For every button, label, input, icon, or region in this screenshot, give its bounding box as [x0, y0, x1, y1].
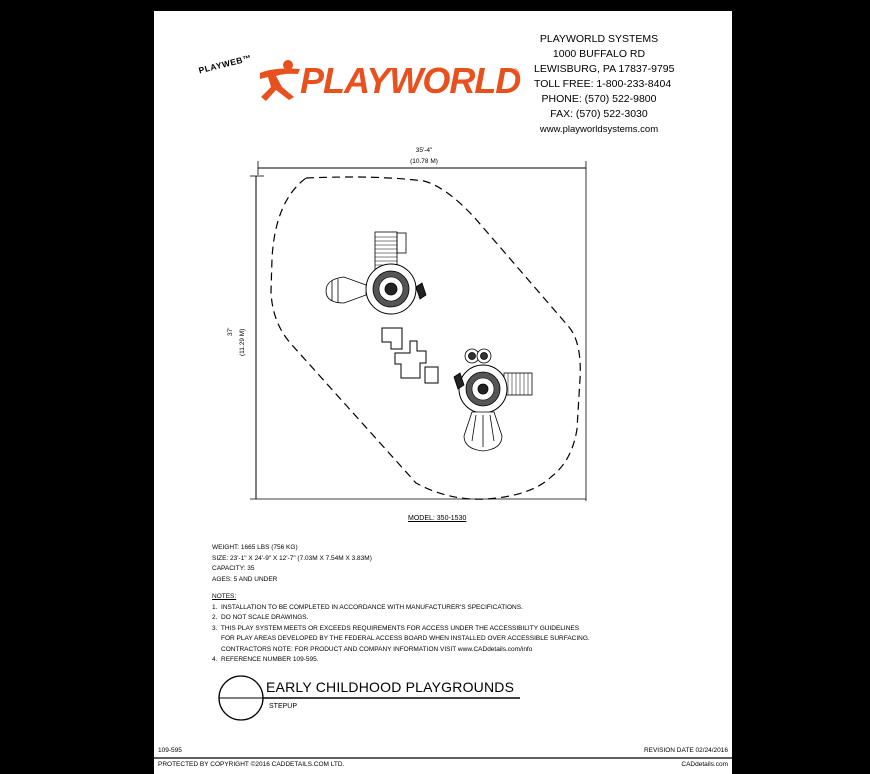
note-item: 2. DO NOT SCALE DRAWINGS.	[212, 614, 309, 621]
registered-mark: ®	[512, 67, 519, 77]
playworld-figure-icon	[260, 60, 300, 101]
footer-copyright: PROTECTED BY COPYRIGHT ©2016 CADDETAILS.…	[158, 761, 345, 768]
drawing-title: EARLY CHILDHOOD PLAYGROUNDS	[266, 679, 515, 695]
width-dimension-ft: 35'-4"	[415, 147, 433, 154]
play-structure-lower	[453, 348, 533, 452]
spec-ages: AGES: 5 AND UNDER	[212, 575, 278, 583]
drawing-subtitle: STEPUP	[269, 703, 298, 710]
play-structure-upper	[325, 231, 427, 315]
spec-size: SIZE: 23'-1" X 24'-9" X 12'-7" (7.03M X …	[212, 554, 372, 562]
note-item: 3. THIS PLAY SYSTEM MEETS OR EXCEEDS REQ…	[212, 624, 580, 632]
drawing-sheet: PLAYWEB™ PLAYWORLD ® PLAYWORLD SYSTEMS 1…	[154, 11, 732, 774]
site-plan-drawing	[154, 161, 732, 759]
company-website: www.playworldsystems.com	[539, 124, 659, 135]
footer-reference: 109-595	[158, 747, 182, 754]
width-dimension-m: (10.78 M)	[410, 158, 438, 165]
depth-dimension-m: (11.29 M)	[239, 328, 246, 356]
company-toll-free: TOLL FREE: 1-800-233-8404	[534, 78, 672, 90]
notes-block: NOTES: 1. INSTALLATION TO BE COMPLETED I…	[212, 592, 590, 666]
use-zone-boundary	[270, 176, 581, 500]
depth-dimension-ft: 37'	[227, 327, 234, 336]
note-item: 4. REFERENCE NUMBER 109-595.	[212, 656, 319, 663]
company-fax: FAX: (570) 522-3030	[550, 108, 648, 120]
footer-revision-date: REVISION DATE 02/24/2016	[643, 747, 728, 754]
company-name: PLAYWORLD SYSTEMS	[539, 33, 659, 45]
notes-heading: NOTES:	[212, 593, 237, 600]
footer-site: CADdetails.com	[681, 761, 728, 768]
spec-weight: WEIGHT: 1665 LBS (756 KG)	[212, 544, 298, 551]
step-platforms	[381, 327, 439, 384]
company-address: PLAYWORLD SYSTEMS 1000 BUFFALO RD LEWISB…	[534, 32, 675, 137]
specs-block: WEIGHT: 1665 LBS (756 KG) SIZE: 23'-1" X…	[212, 543, 372, 585]
title-block-symbol	[218, 675, 520, 721]
model-number: MODEL: 350-1530	[408, 515, 467, 522]
company-street: 1000 BUFFALO RD	[552, 48, 646, 60]
company-phone: PHONE: (570) 522-9800	[541, 93, 657, 105]
company-city: LEWISBURG, PA 17837-9795	[534, 63, 675, 75]
playworld-wordmark: PLAYWORLD	[300, 60, 521, 101]
note-item: CONTRACTORS NOTE: FOR PRODUCT AND COMPAN…	[212, 645, 533, 653]
spec-capacity: CAPACITY: 35	[212, 565, 255, 572]
note-item: FOR PLAY AREAS DEVELOPED BY THE FEDERAL …	[212, 635, 590, 642]
note-item: 1. INSTALLATION TO BE COMPLETED IN ACCOR…	[212, 603, 523, 611]
